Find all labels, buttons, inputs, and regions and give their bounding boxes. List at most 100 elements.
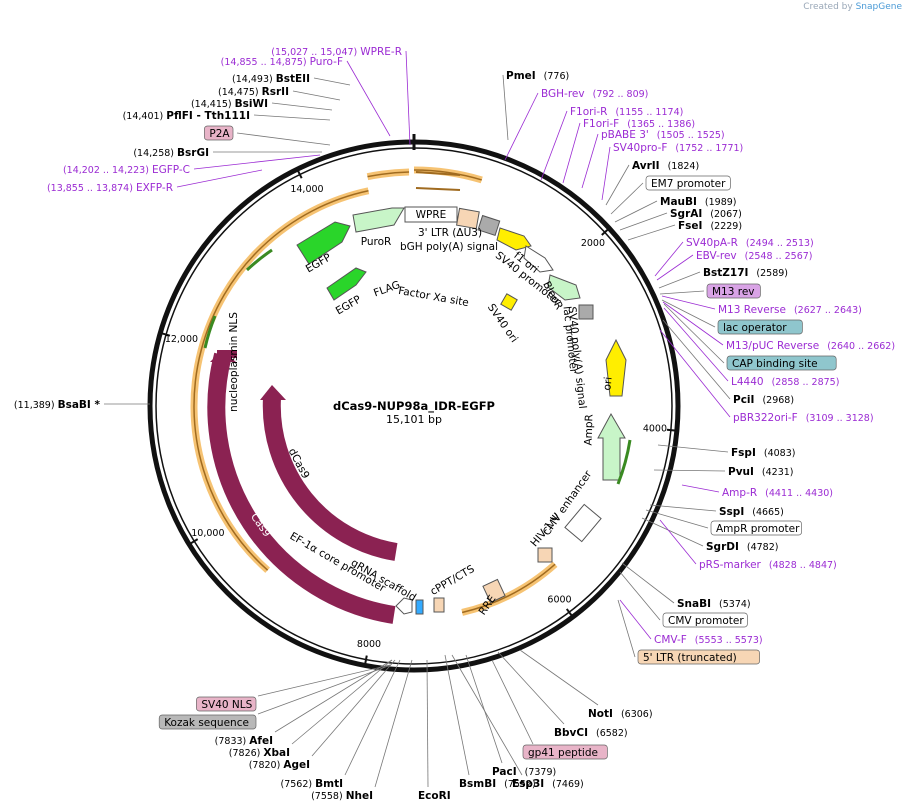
label-exfp-r: (13,855 .. 13,874) EXFP-R <box>47 169 263 194</box>
label-coords: (5374) <box>719 599 751 610</box>
leader-line <box>346 60 391 137</box>
label-name: Puro-F <box>310 56 343 68</box>
label-text: M13 Reverse(2627 .. 2643) <box>718 304 862 316</box>
label-name: SspI <box>719 506 744 518</box>
label-coords: (4083) <box>764 448 796 459</box>
label-agei: (7820) AgeI <box>249 659 396 771</box>
label-box <box>645 175 731 191</box>
label-text: (7826) XbaI <box>229 747 290 759</box>
tick-label-4: 10,000 <box>191 528 224 539</box>
label-wpre-r: (15,027 .. 15,047) WPRE-R <box>271 46 411 146</box>
label-text: SV40pA-R(2494 .. 2513) <box>686 237 814 249</box>
feature-10: AmpR <box>582 414 595 446</box>
tick-5 <box>161 332 171 337</box>
tick-label-2: 6000 <box>547 594 571 605</box>
leader-line <box>344 659 401 776</box>
label-coords: (4231) <box>762 467 794 478</box>
label-name: FseI <box>678 220 702 232</box>
label-coords: (1989) <box>705 197 737 208</box>
label-name: RsrII <box>262 86 289 98</box>
feature-0: WPRE <box>416 209 447 221</box>
label-coords: (1365 .. 1386) <box>627 119 695 130</box>
label-name: EXFP-R <box>136 182 173 194</box>
top-orange-arrow-2 <box>415 187 461 191</box>
label-text: SV40 NLS <box>201 699 252 711</box>
leader-line <box>444 654 470 776</box>
grna-scaffold-box <box>415 599 424 615</box>
leader-line <box>236 132 331 146</box>
label-nhei: (7558) NheI <box>311 659 413 802</box>
label-coords: (14,401) <box>123 111 167 122</box>
label-sv40-nls: SV40 NLS <box>196 664 391 712</box>
label-coords: (2640 .. 2662) <box>827 341 895 352</box>
label-name: F1ori-R <box>570 106 607 118</box>
orange-feature-arcs <box>190 166 558 616</box>
label-bsteii: (14,493) BstEII <box>232 73 351 86</box>
label-text: FseI (2229) <box>678 220 742 232</box>
leader-line <box>617 599 636 658</box>
label-coords: (2627 .. 2643) <box>794 305 862 316</box>
leader-line <box>311 659 396 757</box>
label-coords: (3109 .. 3128) <box>806 413 874 424</box>
label-text: MauBI(1989) <box>660 196 737 208</box>
feature-2: bGH poly(A) signal <box>400 241 498 253</box>
label-text: (7562) BmtI <box>281 778 343 790</box>
leader-line <box>562 122 581 184</box>
label-name: SgrDI <box>706 541 739 553</box>
tick-label-1: 4000 <box>643 424 667 435</box>
label-name: BsiWI <box>235 98 268 110</box>
tick-0 <box>601 228 609 236</box>
label-name: BGH-rev <box>541 88 585 100</box>
label-name: EBV-rev <box>696 250 737 262</box>
label-text: (7558) NheI <box>311 790 373 802</box>
label-text: (14,855 .. 14,875) Puro-F <box>221 56 343 68</box>
label-text: (14,475) RsrII <box>218 86 289 98</box>
label-cmv-promoter: CMV promoter <box>619 571 748 628</box>
tick-3 <box>364 655 368 664</box>
label-text: EM7 promoter <box>651 178 726 190</box>
label-text: pRS-marker(4828 .. 4847) <box>699 559 837 571</box>
leader-line <box>681 484 720 493</box>
label-coords: (1752 .. 1771) <box>675 143 743 154</box>
label-name: M13/pUC Reverse <box>726 340 819 352</box>
label-ampr-promoter: AmpR promoter <box>645 509 802 536</box>
label-coords: (2229) <box>710 221 742 232</box>
label-text: lac operator <box>723 322 787 334</box>
label-text: NotI(6306) <box>588 708 653 720</box>
label-coords: (2067) <box>710 209 742 220</box>
label-text: PvuI(4231) <box>728 466 794 478</box>
hiv-psi-box <box>537 547 553 563</box>
label-sv40pro-f: SV40pro-F(1752 .. 1771) <box>601 142 743 201</box>
leader-line <box>621 562 675 604</box>
label-text: (14,258) BsrGI <box>133 147 209 159</box>
leader-line <box>663 307 729 382</box>
label-bsmbi: BsmBI(7552) <box>444 654 536 790</box>
label-text: PmeI(776) <box>506 70 569 82</box>
label-coords: (7826) <box>229 748 264 759</box>
label-text: BGH-rev(792 .. 809) <box>541 88 648 100</box>
ampr-arrow <box>597 412 626 481</box>
green-arc-3 <box>616 439 632 485</box>
label-name: pBR322ori-F <box>733 412 798 424</box>
leader-line <box>619 571 661 621</box>
orange-arc-core-0 <box>193 190 369 571</box>
label-coords: (2494 .. 2513) <box>746 238 814 249</box>
label-text: (14,493) BstEII <box>232 73 310 85</box>
label-name: CMV-F <box>654 634 687 646</box>
leader-line <box>659 329 731 418</box>
f1ori-arrow <box>496 227 532 251</box>
leader-line <box>502 74 509 141</box>
feature-12: HIV-1 Ψ <box>528 511 563 549</box>
label-name: EGFP-C <box>152 164 190 176</box>
label-name: pRS-marker <box>699 559 762 571</box>
label-name: PciI <box>733 394 754 406</box>
label-coords: (7820) <box>249 760 284 771</box>
label-name: AgeI <box>283 759 310 771</box>
leader-line <box>292 90 341 101</box>
label-name: NheI <box>346 790 373 802</box>
label-text: Amp-R(4411 .. 4430) <box>722 487 833 499</box>
green-arc-1 <box>245 248 273 272</box>
leader-line <box>601 146 611 201</box>
rre-box <box>482 578 506 604</box>
credit-prefix: Created by <box>803 2 853 12</box>
